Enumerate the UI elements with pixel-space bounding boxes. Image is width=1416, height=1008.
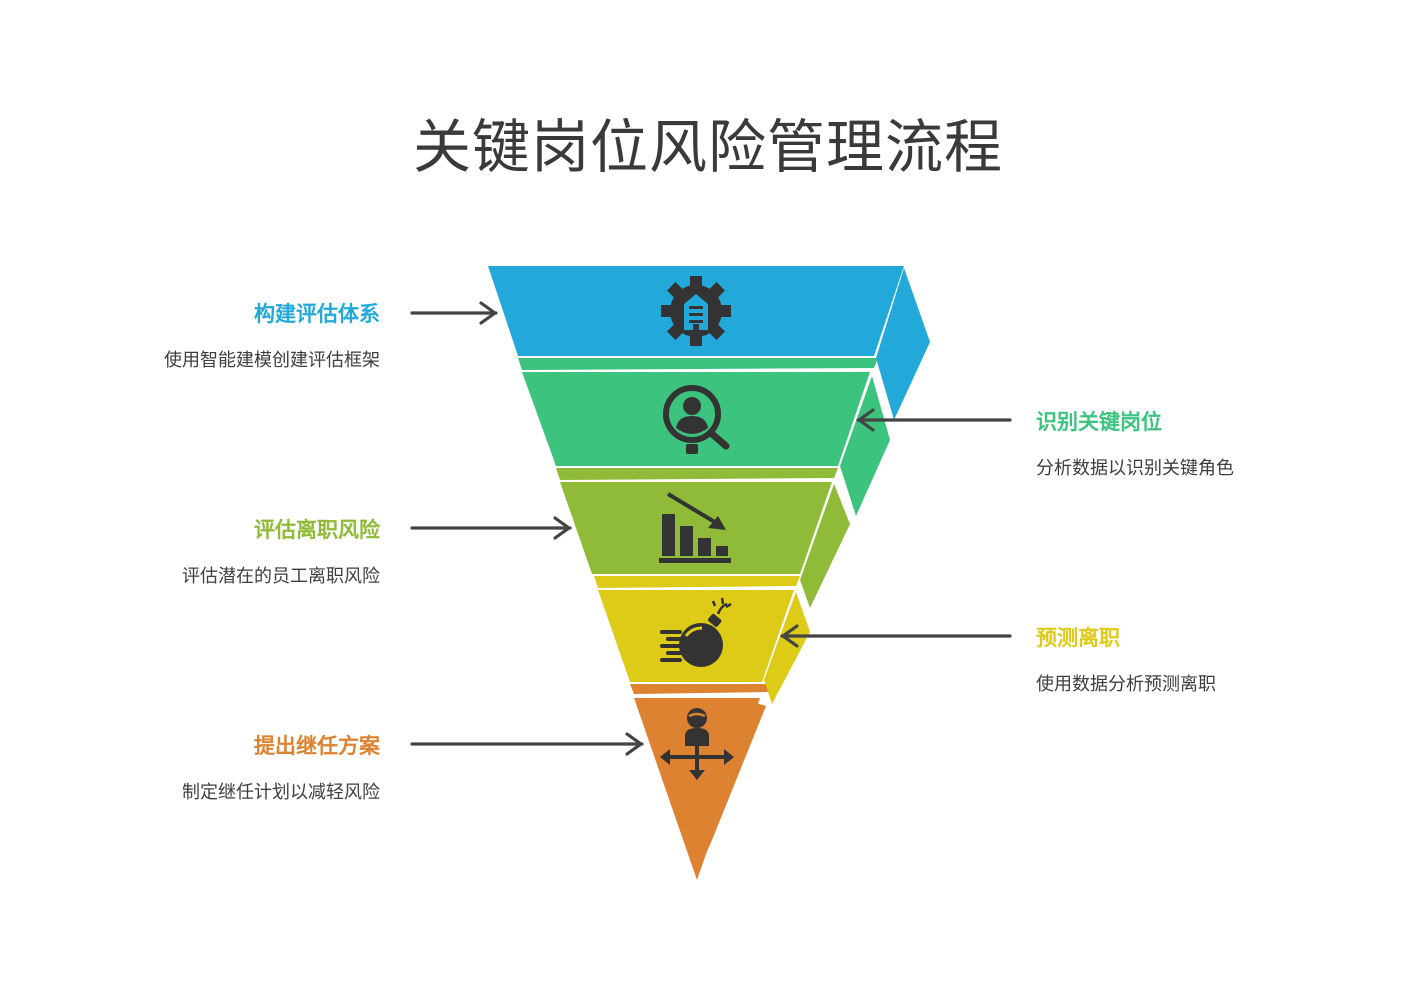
funnel-tier-2 — [518, 358, 890, 516]
step-1-title: 构建评估体系 — [254, 302, 380, 326]
gear-building-icon — [661, 276, 731, 346]
step-5-description: 制定继任计划以减轻风险 — [182, 782, 380, 803]
tier-5-top-edge — [630, 684, 770, 694]
page-title: 关键岗位风险管理流程 — [412, 113, 1003, 181]
tier-2-top-edge — [518, 358, 878, 370]
tier-4-side — [764, 592, 810, 704]
tier-5-face — [634, 698, 760, 880]
funnel-tier-1 — [488, 266, 930, 420]
declining-chart-icon — [659, 492, 731, 563]
step-1-description: 使用智能建模创建评估框架 — [164, 350, 380, 371]
bomb-icon — [660, 597, 732, 667]
tier-1-side — [876, 268, 930, 420]
step-5-label: 提出继任方案 制定继任计划以减轻风险 — [0, 732, 380, 806]
step-5-title: 提出继任方案 — [254, 734, 380, 758]
funnel-tier-3 — [556, 468, 850, 608]
step-1-label: 构建评估体系 使用智能建模创建评估框架 — [0, 300, 380, 374]
step-4-description: 使用数据分析预测离职 — [1036, 674, 1216, 695]
tier-3-top-edge — [556, 468, 838, 480]
step-3-description: 评估潜在的员工离职风险 — [182, 566, 380, 587]
tier-3-face — [560, 482, 832, 574]
tier-4-top-edge — [594, 576, 800, 588]
step-2-title: 识别关键岗位 — [1036, 410, 1162, 434]
funnel-tier-4 — [594, 576, 810, 704]
step-4-label: 预测离职 使用数据分析预测离职 — [1036, 624, 1416, 698]
funnel-tier-5 — [630, 684, 770, 880]
person-move-icon — [660, 708, 734, 780]
step-2-description: 分析数据以识别关键角色 — [1036, 458, 1234, 479]
tier-3-side — [800, 484, 850, 608]
step-3-title: 评估离职风险 — [254, 518, 380, 542]
step-2-label: 识别关键岗位 分析数据以识别关键角色 — [1036, 408, 1416, 482]
tier-5-side — [699, 703, 766, 870]
step-3-label: 评估离职风险 评估潜在的员工离职风险 — [0, 516, 380, 590]
tier-2-side — [840, 376, 890, 516]
step-4-title: 预测离职 — [1036, 626, 1120, 650]
person-search-icon — [663, 385, 730, 454]
